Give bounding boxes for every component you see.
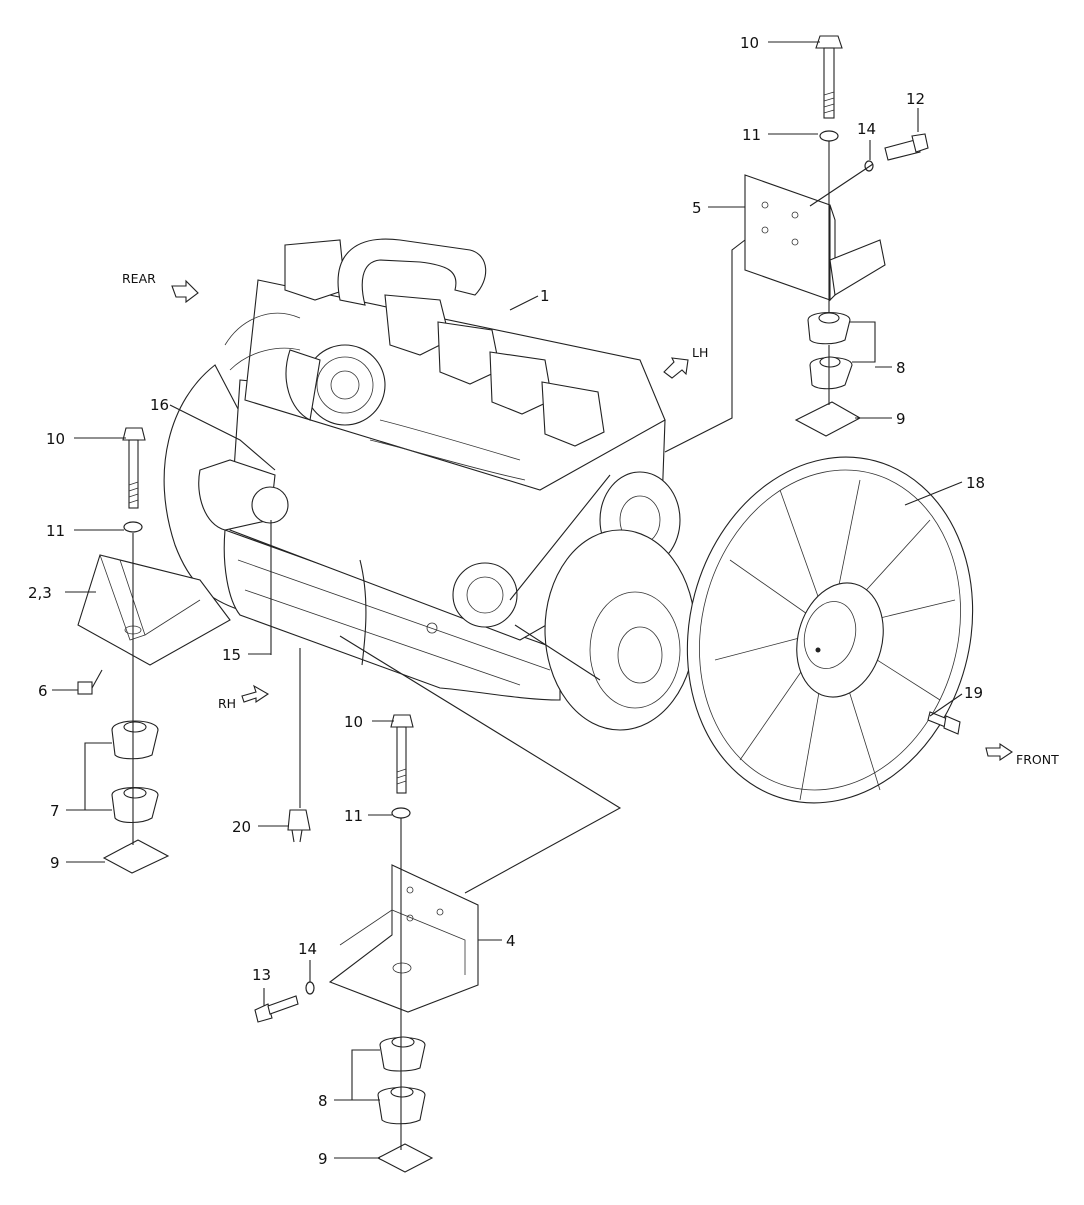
plate-9-left	[102, 839, 170, 874]
direction-rear: REAR	[122, 271, 156, 286]
bolt-12	[884, 133, 929, 161]
rear-arrow-icon	[171, 279, 199, 304]
callout-10-left: 10	[46, 430, 65, 448]
callout-2-3: 2,3	[28, 584, 52, 602]
callout-14-top: 14	[857, 120, 876, 138]
callout-5: 5	[692, 199, 702, 217]
bolt-6	[77, 669, 103, 695]
callout-12: 12	[906, 90, 925, 108]
direction-lh: LH	[692, 345, 708, 360]
direction-front: FRONT	[1016, 752, 1059, 767]
alternator	[452, 562, 518, 628]
bracket-5	[744, 174, 886, 302]
leader-lines	[52, 41, 963, 1159]
rh-arrow-icon	[241, 684, 270, 704]
engine-assembly	[163, 238, 696, 731]
rubber-mount-7	[111, 720, 159, 824]
callout-8-bottom: 8	[318, 1092, 328, 1110]
washer-11-top	[819, 130, 839, 142]
callout-9-bottom: 9	[318, 1150, 328, 1168]
callout-6: 6	[38, 682, 48, 700]
callout-18: 18	[966, 474, 985, 492]
callout-16: 16	[150, 396, 169, 414]
front-arrow-icon	[985, 742, 1013, 762]
starter-motor	[198, 459, 289, 531]
pulley-belt	[509, 471, 696, 731]
callout-4: 4	[506, 932, 516, 950]
callout-labels: 10 11 14 12 5 8 9 1 18 19 16 10 11 2,3 6…	[28, 34, 985, 1168]
washer-14-top	[864, 160, 874, 172]
bolt-10-mid	[390, 714, 414, 794]
washer-14-bottom	[305, 981, 315, 995]
bracket-2-3	[77, 554, 231, 666]
callout-13: 13	[252, 966, 271, 984]
plate-9-bottom	[376, 1143, 434, 1173]
turbocharger	[285, 344, 386, 426]
callout-8-top: 8	[896, 359, 906, 377]
direction-rh: RH	[218, 696, 236, 711]
lh-arrow-icon	[663, 357, 689, 379]
callout-9-top: 9	[896, 410, 906, 428]
callout-10-top: 10	[740, 34, 759, 52]
rubber-mount-8-top	[807, 311, 853, 390]
callout-14-bottom: 14	[298, 940, 317, 958]
callout-9-left: 9	[50, 854, 60, 872]
washer-11-left	[123, 521, 143, 533]
callout-20: 20	[232, 818, 251, 836]
washer-11-mid	[391, 807, 411, 819]
callout-15: 15	[222, 646, 241, 664]
callout-11-mid: 11	[344, 807, 363, 825]
cooling-fan	[686, 456, 974, 804]
callout-11-left: 11	[46, 522, 65, 540]
callout-19: 19	[964, 684, 983, 702]
bolt-10-left	[122, 427, 146, 509]
bolt-19	[927, 711, 961, 735]
callout-1: 1	[540, 287, 550, 305]
rocker-covers	[284, 239, 605, 447]
bracket-4	[328, 864, 479, 1013]
callout-7: 7	[50, 802, 60, 820]
callout-10-mid: 10	[344, 713, 363, 731]
callout-11-top: 11	[742, 126, 761, 144]
clip-20	[287, 809, 311, 843]
bolt-13	[254, 995, 299, 1023]
plate-9-top	[794, 401, 862, 437]
bolt-10-top	[815, 35, 843, 119]
direction-markers: REAR LH RH FRONT	[122, 271, 1059, 767]
assembly-lines	[339, 141, 874, 894]
